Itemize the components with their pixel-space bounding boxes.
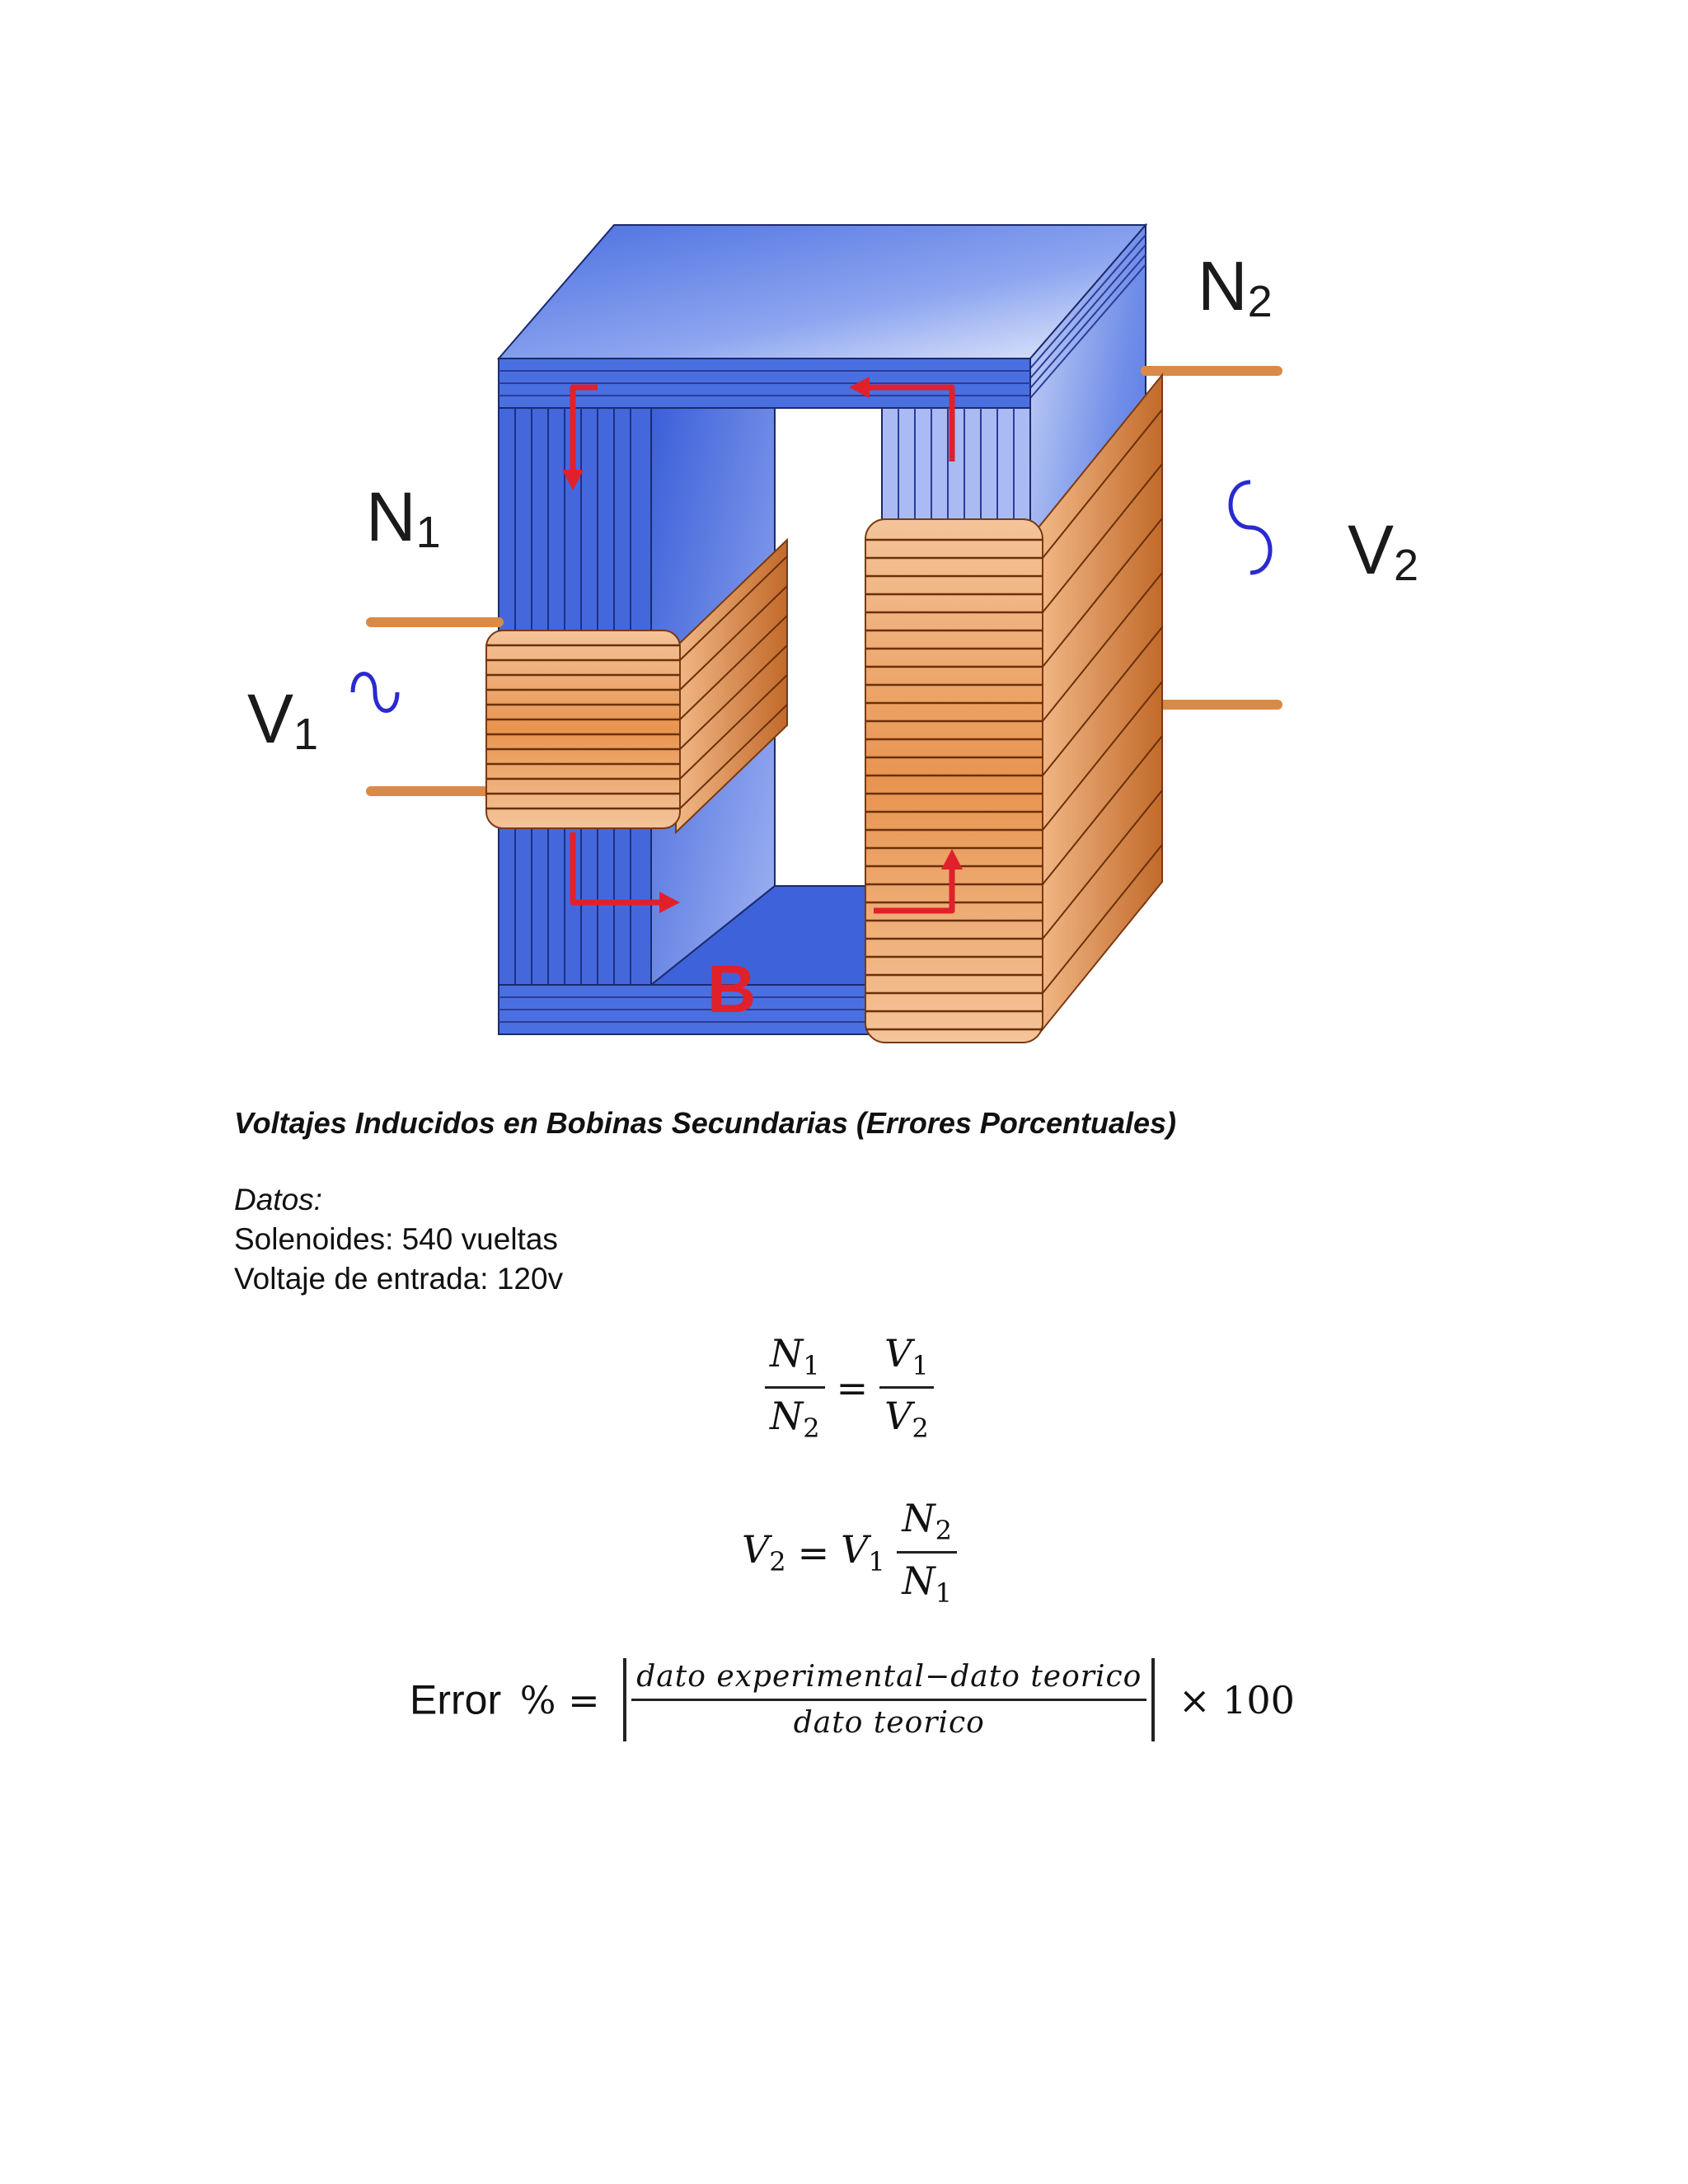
error-word: Error bbox=[410, 1676, 502, 1723]
flux-arrowhead-down bbox=[562, 470, 584, 490]
datos-line-voltaje: Voltaje de entrada: 120v bbox=[234, 1262, 564, 1296]
label-v2: V2 bbox=[1348, 511, 1419, 590]
datos-block: Datos: Solenoides: 540 vueltas Voltaje d… bbox=[234, 1180, 563, 1299]
datos-label: Datos: bbox=[234, 1183, 322, 1216]
flux-arrowhead-right-1 bbox=[659, 892, 680, 913]
label-n2: N2 bbox=[1198, 247, 1273, 326]
flux-arrowhead-left bbox=[849, 377, 870, 398]
label-n1: N1 bbox=[366, 478, 441, 557]
equation-error: Error % = dato experimental−dato teorico… bbox=[410, 1658, 1295, 1741]
secondary-coil-turns bbox=[865, 538, 1043, 1031]
ac-wave-v1-icon bbox=[350, 672, 400, 713]
fraction-v: V1 V2 bbox=[879, 1331, 934, 1444]
flux-arrow-bottom-right bbox=[874, 865, 955, 914]
flux-arrows bbox=[562, 377, 963, 914]
transformer-figure: N1 N2 V1 V2 B bbox=[214, 210, 1451, 1059]
datos-line-solenoides: Solenoides: 540 vueltas bbox=[234, 1222, 558, 1256]
section-heading: Voltajes Inducidos en Bobinas Secundaria… bbox=[234, 1106, 1176, 1140]
flux-arrow-bottom-left bbox=[570, 832, 663, 906]
fraction-n: N1 N2 bbox=[765, 1331, 825, 1444]
fraction-turns: N2 N1 bbox=[897, 1496, 957, 1609]
flux-arrowhead-up bbox=[941, 849, 963, 869]
label-v1: V1 bbox=[247, 680, 319, 759]
transformer-diagram bbox=[350, 223, 1282, 1043]
equation-v2: V2=V1 N2 N1 bbox=[742, 1496, 957, 1609]
label-b: B bbox=[707, 952, 757, 1027]
flux-arrow-top-right bbox=[865, 384, 955, 462]
flux-arrow-top-left bbox=[570, 384, 598, 474]
equation-ratio: N1 N2 = V1 V2 bbox=[765, 1331, 934, 1444]
absolute-value: dato experimental−dato teorico dato teor… bbox=[623, 1658, 1156, 1741]
primary-coil bbox=[366, 537, 788, 835]
ac-wave-v2-icon bbox=[1228, 480, 1273, 575]
